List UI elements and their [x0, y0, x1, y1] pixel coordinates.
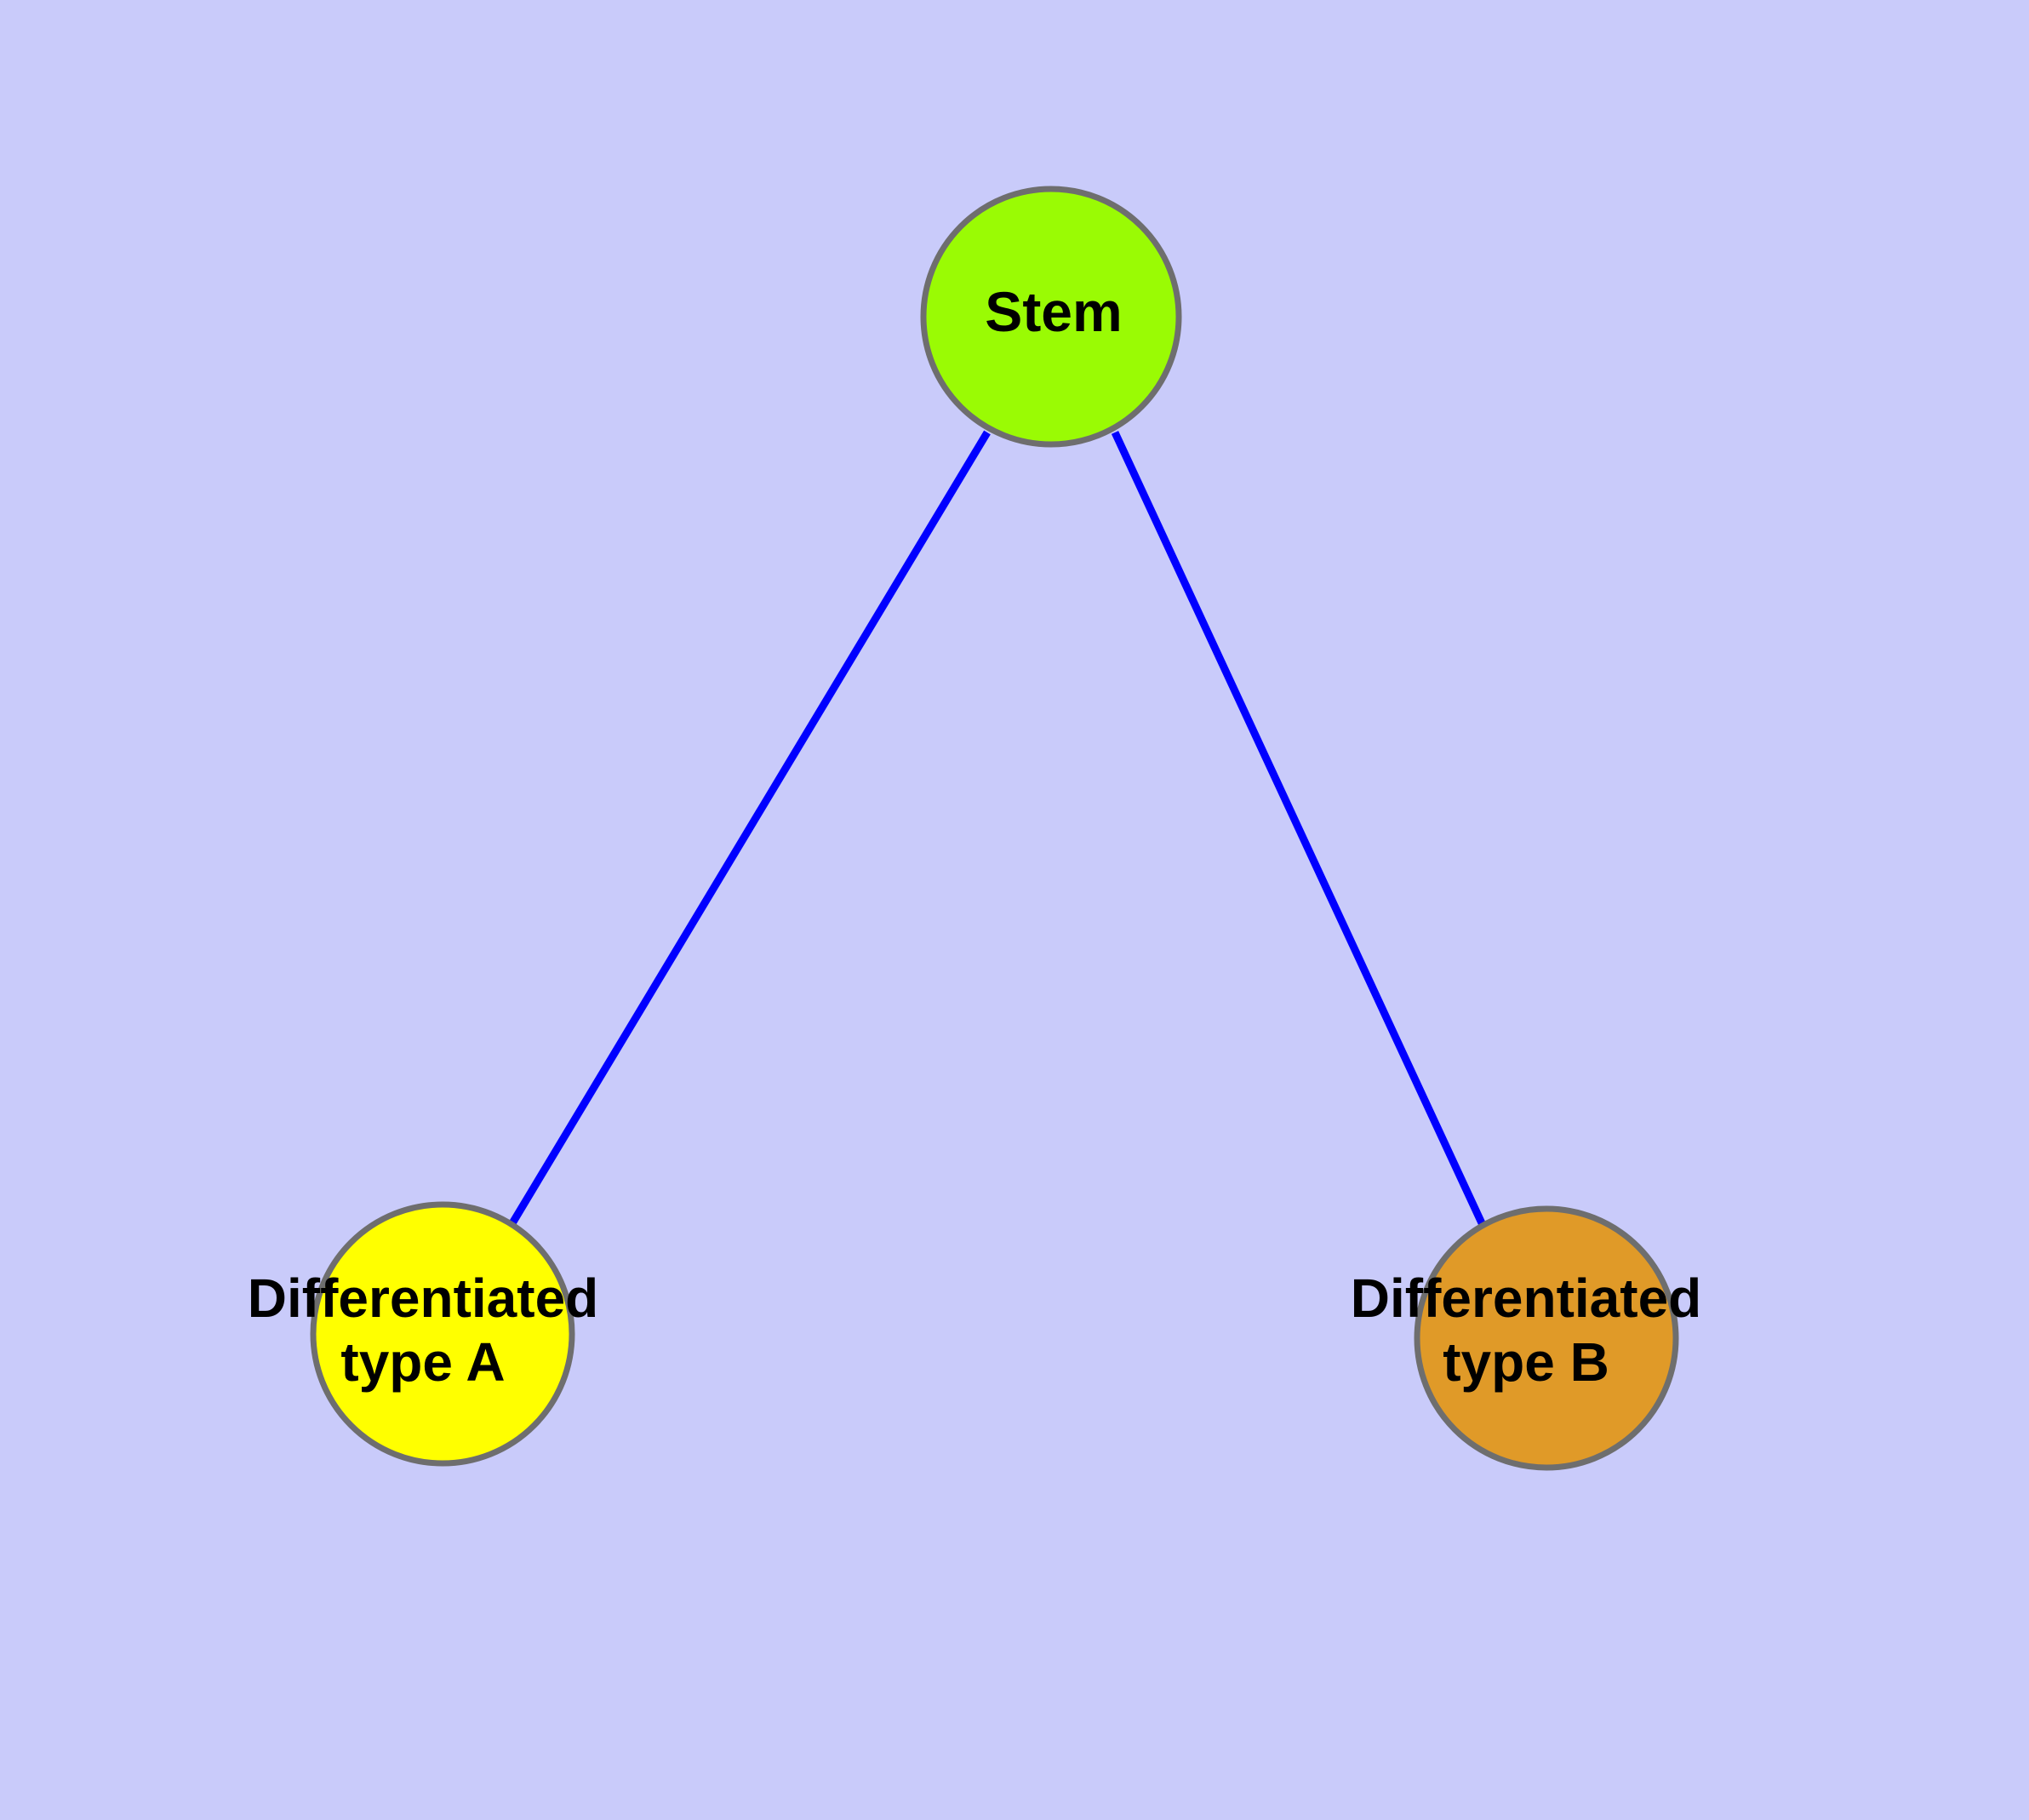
- graph-node-label-line: type B: [1443, 1331, 1609, 1393]
- graph-node-stem[interactable]: [920, 186, 1182, 448]
- graph-node-label-line: type A: [340, 1331, 505, 1393]
- graph-edge-stem-to-diff-a[interactable]: [509, 430, 991, 1226]
- graph-node-label-stem: Stem: [985, 280, 1122, 343]
- nodes-layer: [310, 186, 1679, 1471]
- graph-node-label-line: Differentiated: [248, 1268, 599, 1329]
- graph-edge-stem-to-diff-b[interactable]: [1111, 431, 1487, 1227]
- edges-layer: [509, 430, 1487, 1227]
- graph-node-label-line: Differentiated: [1351, 1268, 1702, 1329]
- graph-node-diff-b[interactable]: [1414, 1205, 1679, 1471]
- graph-node-diff-a[interactable]: [310, 1201, 575, 1467]
- graph-node-label-line: Stem: [985, 280, 1122, 343]
